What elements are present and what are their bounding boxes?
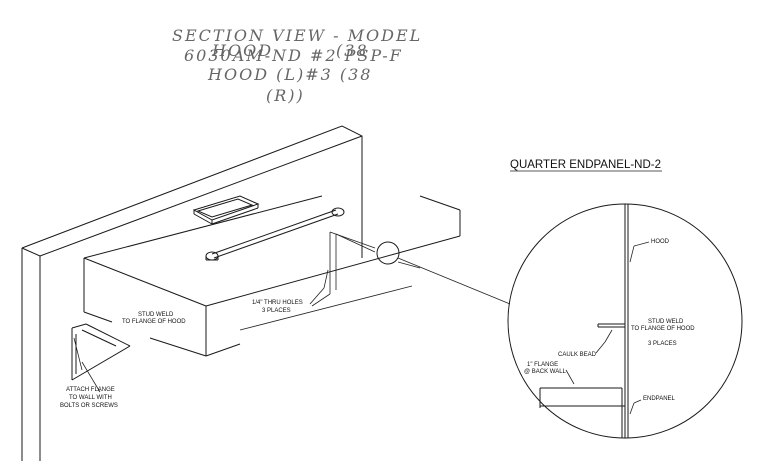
holes-label-line1: 1/4" THRU HOLES bbox=[252, 300, 303, 306]
title-line-3: HOOD bbox=[211, 41, 273, 60]
title-line-4: HOOD (L)#3 (38 bbox=[207, 65, 372, 84]
detail-three-places: 3 PLACES bbox=[648, 341, 677, 347]
detail-flange-line1: 1" FLANGE bbox=[527, 362, 558, 368]
stud-weld-label-line1: STUD WELD bbox=[138, 312, 174, 318]
attach-label-line2: TO WALL WITH bbox=[69, 395, 112, 401]
main-labels: 1/4" THRU HOLES 3 PLACES STUD WELD TO FL… bbox=[60, 300, 303, 409]
detail-view: QUARTER ENDPANEL-ND-2 HOOD STUD WELD TO … bbox=[507, 159, 743, 439]
light-fixture bbox=[192, 195, 260, 225]
stud-weld-label-line2: TO FLANGE OF HOOD bbox=[122, 319, 186, 325]
detail-endpanel-label: ENDPANEL bbox=[643, 396, 676, 402]
detail-caulk-bead: CAULK BEAD bbox=[558, 352, 597, 358]
title-line-6: (R)) bbox=[266, 86, 305, 105]
title-line-2: 6030AM-ND #2 PSP-F bbox=[184, 46, 403, 65]
holes-label-line2: 3 PLACES bbox=[262, 308, 291, 314]
attach-label-line1: ATTACH FLANGE bbox=[66, 387, 115, 393]
detail-flange-line2: @ BACK WALL bbox=[524, 369, 567, 375]
attach-flange-bracket bbox=[71, 323, 131, 381]
detail-stud-weld-line1: STUD WELD bbox=[648, 319, 684, 325]
pipe-rod bbox=[205, 207, 345, 261]
drawing-title: SECTION VIEW - MODEL 6030AM-ND #2 PSP-F … bbox=[172, 26, 422, 105]
attach-label-line3: BOLTS OR SCREWS bbox=[60, 403, 118, 409]
detail-callout bbox=[376, 241, 511, 305]
back-wall bbox=[21, 125, 363, 461]
detail-hood-label: HOOD bbox=[651, 239, 670, 245]
main-leaders bbox=[81, 269, 329, 393]
title-line-5: (38 bbox=[336, 41, 369, 60]
hood-body bbox=[83, 195, 461, 357]
title-line-1: SECTION VIEW - MODEL bbox=[172, 26, 422, 45]
detail-stud-weld-line2: TO FLANGE OF HOOD bbox=[631, 326, 695, 332]
detail-title: QUARTER ENDPANEL-ND-2 bbox=[510, 159, 661, 171]
